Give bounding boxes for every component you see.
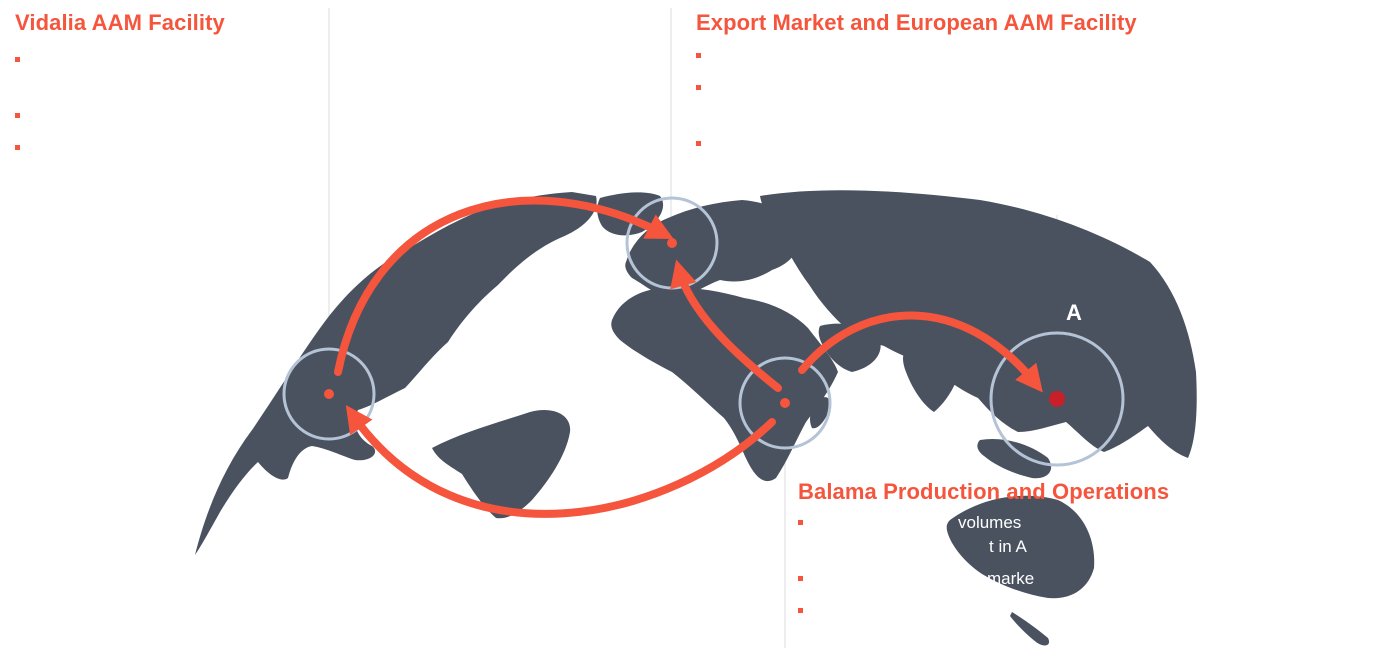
- bullet-text: t in A: [989, 537, 1027, 556]
- bullet-item: [696, 76, 1296, 100]
- bullet-item: [798, 599, 1218, 623]
- section-title-export: Export Market and European AAM Facility: [696, 10, 1137, 35]
- bullet-square-icon: [15, 113, 20, 118]
- bullet-item: [15, 104, 315, 128]
- bullet-text: volumes: [958, 513, 1022, 532]
- landmass-asia: [760, 190, 1197, 458]
- section-title-asia: A: [1066, 300, 1082, 325]
- circle-balama: [738, 356, 832, 450]
- bullet-list-export: [696, 44, 1296, 156]
- landmass-africa: [611, 287, 838, 482]
- circle-vidalia: [282, 347, 376, 441]
- landmass-southeast-asia: [977, 438, 1052, 479]
- bullet-square-icon: [798, 520, 803, 525]
- bullet-square-icon: [696, 141, 701, 146]
- flow-balama-to-europe: [670, 259, 782, 392]
- circle-asia: [989, 331, 1125, 467]
- landmass-india: [903, 347, 960, 412]
- flow-balama-to-asia: [798, 311, 1043, 393]
- bullet-item: [696, 132, 1296, 156]
- dot-asia: [1049, 391, 1065, 407]
- bullet-item: marke: [798, 567, 1218, 591]
- dot-balama: [780, 398, 790, 408]
- landmass-south-america: [432, 410, 571, 519]
- land-masses: [195, 190, 1197, 646]
- landmass-new-zealand: [1010, 612, 1050, 646]
- section-export-market: Export Market and European AAM Facility: [696, 10, 1296, 156]
- bullet-square-icon: [798, 608, 803, 613]
- flow-vidalia-to-europe: [334, 196, 674, 376]
- bullet-text: marke: [987, 569, 1035, 588]
- flow-arrows: [334, 196, 1043, 518]
- bullet-item-continuation: t in A: [798, 535, 1218, 559]
- landmass-madagascar: [810, 397, 831, 429]
- bullet-list-balama: volumes t in A marke: [798, 511, 1218, 623]
- section-balama: Balama Production and Operations volumes…: [798, 479, 1218, 623]
- bullet-list-vidalia: [15, 48, 315, 160]
- landmass-north-america: [195, 192, 597, 555]
- section-title-vidalia: Vidalia AAM Facility: [15, 10, 225, 35]
- bullet-item: [15, 136, 315, 160]
- bullet-item: [696, 44, 1296, 68]
- dot-europe: [667, 238, 677, 248]
- flow-balama-to-vidalia: [345, 405, 776, 518]
- bullet-square-icon: [696, 53, 701, 58]
- section-title-balama: Balama Production and Operations: [798, 479, 1170, 504]
- bullet-square-icon: [696, 85, 701, 90]
- bullet-item: volumes: [798, 511, 1218, 535]
- section-vidalia: Vidalia AAM Facility: [15, 10, 315, 160]
- dot-vidalia: [324, 389, 334, 399]
- bullet-square-icon: [798, 576, 803, 581]
- bullet-square-icon: [15, 145, 20, 150]
- bullet-item: [15, 48, 315, 72]
- section-asia: A: [1066, 300, 1106, 326]
- bullet-square-icon: [15, 57, 20, 62]
- landmass-australia: [946, 495, 1095, 599]
